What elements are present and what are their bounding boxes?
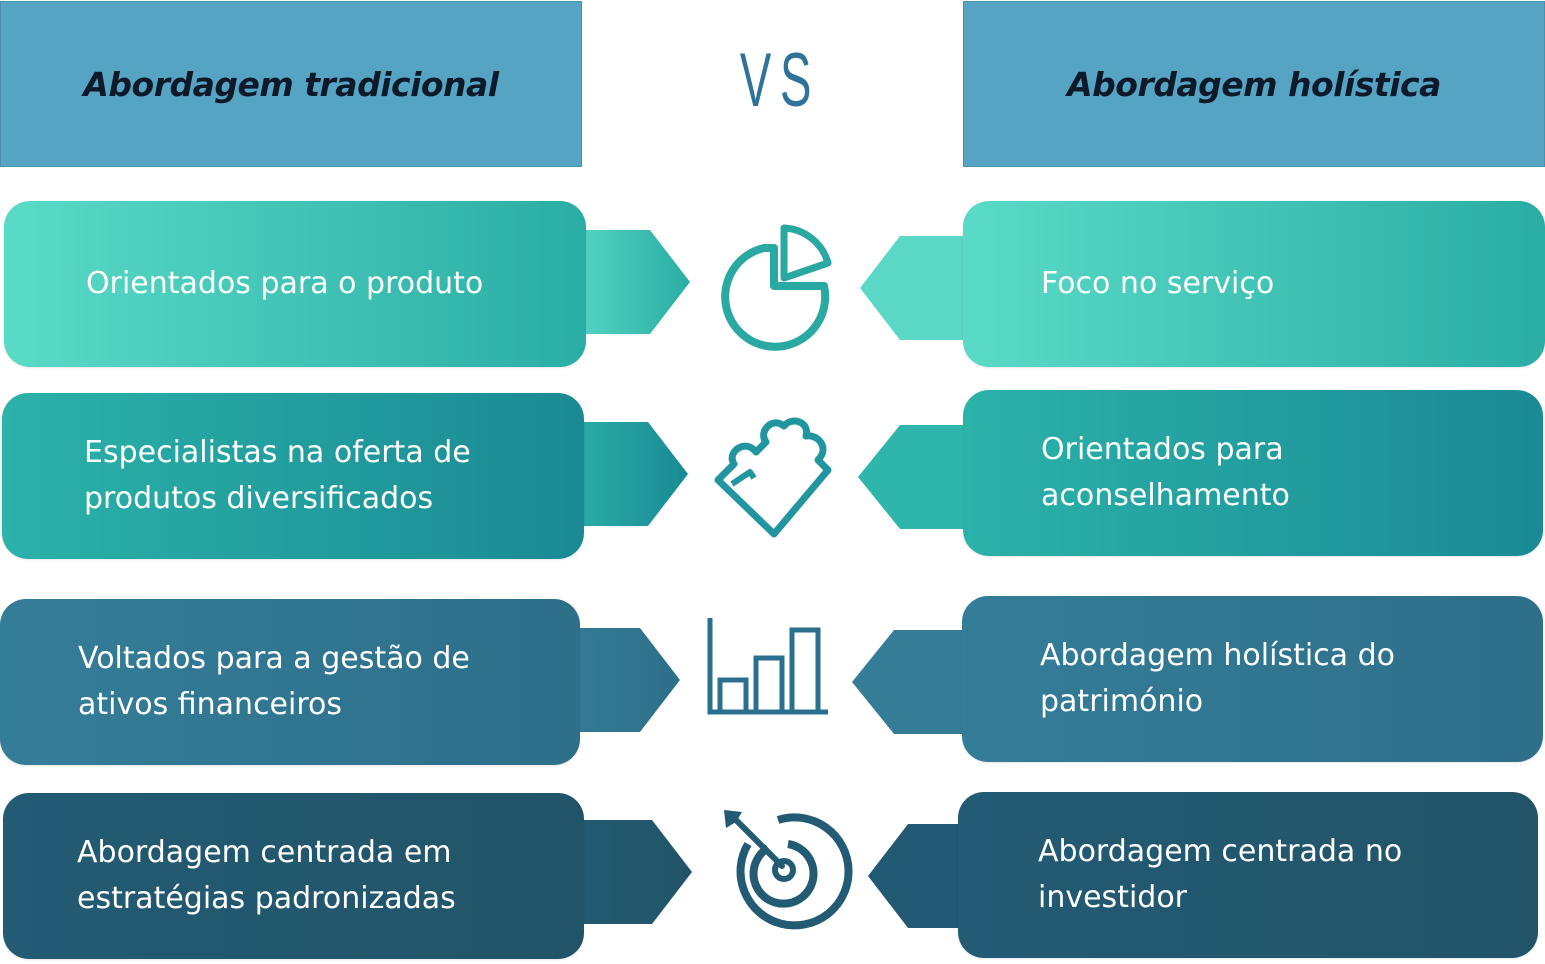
row-3-holistic-text: Abordagem holística do património	[1040, 638, 1395, 719]
row-2-left-arrow	[560, 422, 688, 526]
row-1-left-arrow	[560, 230, 690, 334]
holistic-approach-title: Abordagem holística	[1067, 64, 1441, 104]
row-2-right-arrow	[858, 425, 990, 529]
row-3-traditional-box: Voltados para a gestão de ativos finance…	[0, 599, 580, 765]
bar-chart-icon	[700, 608, 840, 748]
row-3-traditional-text: Voltados para a gestão de ativos finance…	[78, 641, 470, 722]
row-1-right-arrow	[860, 236, 990, 340]
row-2-traditional-text: Especialistas na oferta de produtos dive…	[84, 435, 471, 516]
row-2-holistic-box: Orientados para aconselhamento	[963, 390, 1543, 556]
row-4-traditional-text: Abordagem centrada em estratégias padron…	[77, 835, 456, 916]
row-4-holistic-box: Abordagem centrada no investidor	[958, 792, 1538, 958]
row-1-holistic-box: Foco no serviço	[963, 201, 1545, 367]
row-1-traditional-text: Orientados para o produto	[86, 266, 484, 301]
traditional-approach-header: Abordagem tradicional	[0, 1, 582, 167]
pie-chart-icon	[706, 218, 846, 358]
row-1-holistic-text: Foco no serviço	[1041, 266, 1275, 301]
row-3-left-arrow	[556, 628, 680, 732]
holistic-approach-header: Abordagem holística	[963, 1, 1545, 167]
row-4-holistic-text: Abordagem centrada no investidor	[1038, 834, 1403, 915]
row-4-traditional-box: Abordagem centrada em estratégias padron…	[3, 793, 584, 959]
puzzle-piece-icon	[706, 412, 846, 552]
row-3-holistic-box: Abordagem holística do património	[962, 596, 1543, 762]
row-1-traditional-box: Orientados para o produto	[4, 201, 586, 367]
versus-label: VS	[739, 37, 821, 123]
row-3-right-arrow	[852, 630, 988, 734]
target-icon	[714, 800, 854, 940]
row-4-left-arrow	[560, 820, 692, 924]
traditional-approach-title: Abordagem tradicional	[83, 64, 499, 104]
row-2-holistic-text: Orientados para aconselhamento	[1041, 432, 1290, 513]
row-2-traditional-box: Especialistas na oferta de produtos dive…	[2, 393, 584, 559]
